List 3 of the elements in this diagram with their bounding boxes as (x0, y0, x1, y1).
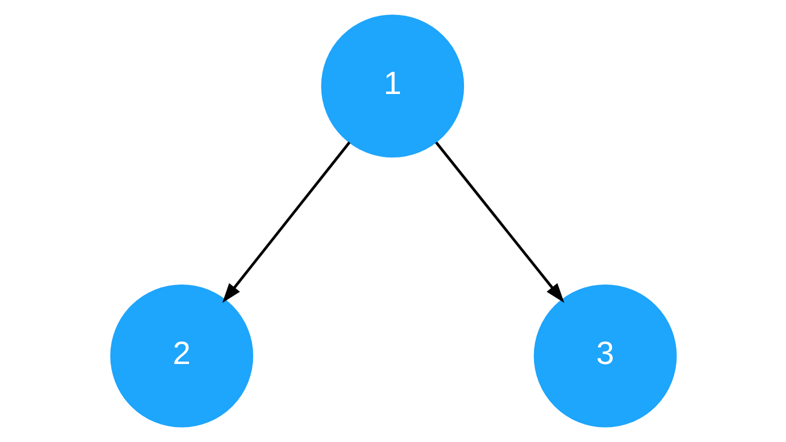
node-circle: 1 (320, 14, 464, 158)
arrow (222, 142, 350, 303)
arrow (434, 142, 564, 303)
